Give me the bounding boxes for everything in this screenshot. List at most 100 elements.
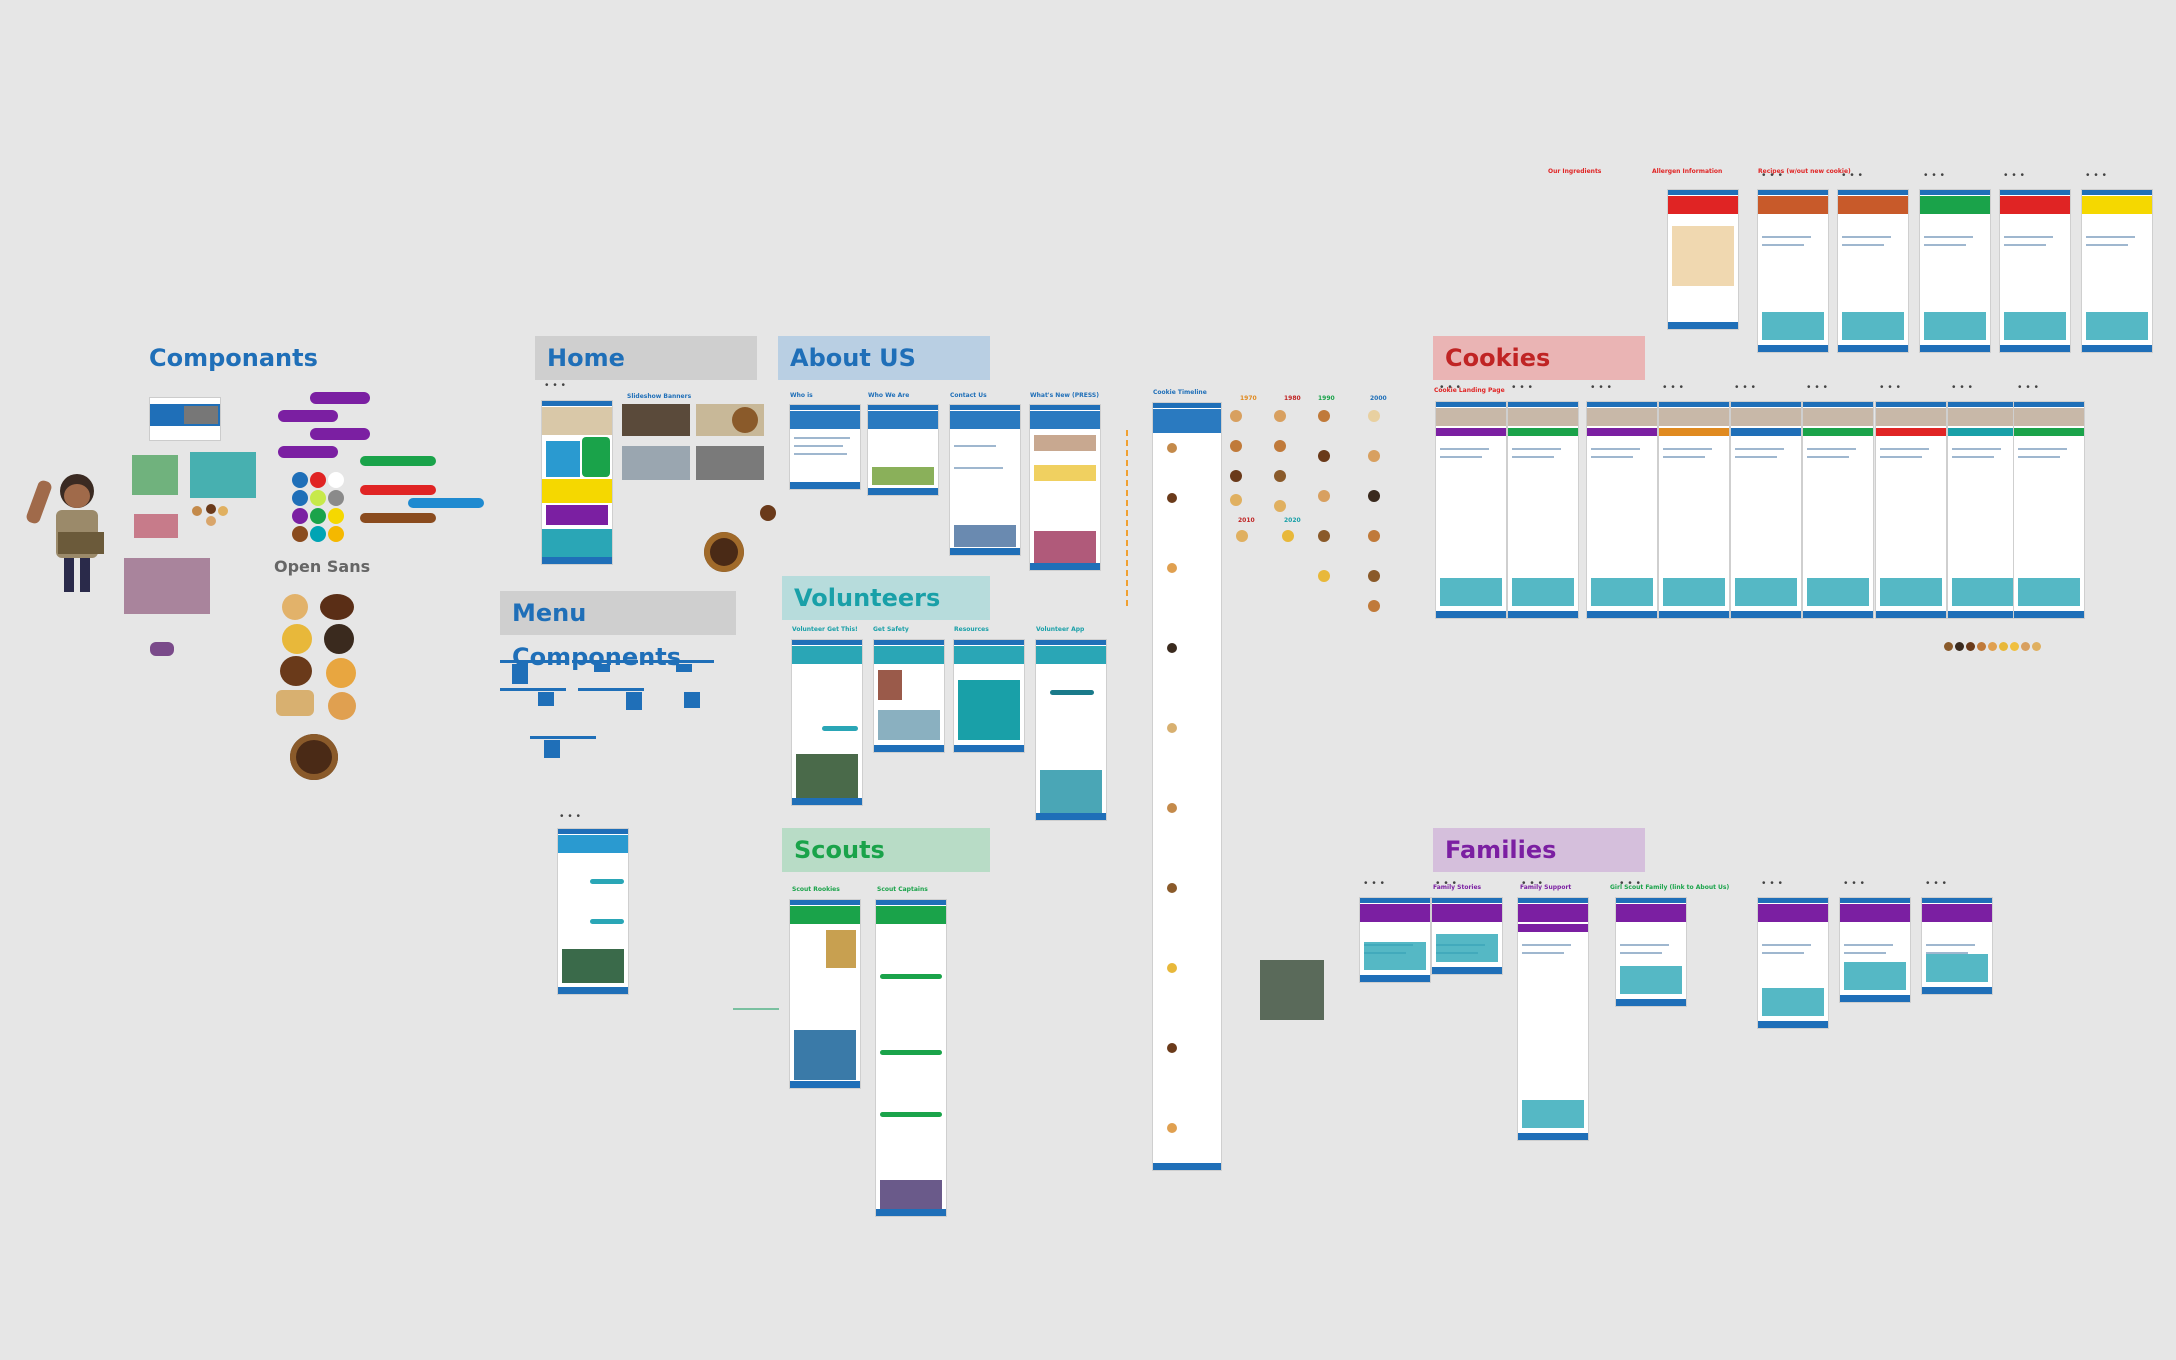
cookie-timeline-frame[interactable]	[1153, 403, 1221, 1170]
frame-menu-dots[interactable]: • • •	[1735, 382, 1757, 393]
timeline-axis	[1126, 430, 1130, 606]
blue-bar	[408, 498, 484, 508]
recipe-frame[interactable]	[1838, 190, 1908, 352]
label-cookie-landing: Cookie Landing Page	[1434, 387, 1505, 394]
cookie-page-frame[interactable]	[1948, 402, 2018, 618]
recipe-frame[interactable]	[1758, 190, 1828, 352]
frame-menu-dots[interactable]: • • •	[1620, 878, 1642, 889]
cookie-samoa-large	[290, 734, 338, 780]
label-family-stories: Family Stories	[1433, 884, 1482, 891]
frame-menu-dots[interactable]: • • •	[1924, 170, 1946, 181]
cookie-page-frame[interactable]	[2014, 402, 2084, 618]
slideshow-banner-3[interactable]	[622, 446, 690, 480]
label-who-is: Who is	[790, 392, 813, 399]
family-page-frame-3[interactable]	[1840, 898, 1910, 1002]
family-gs-frame[interactable]	[1616, 898, 1686, 1006]
frame-menu-dots[interactable]: • • •	[1807, 382, 1829, 393]
photo-scouts-small	[134, 514, 178, 538]
volunteers-get-this-frame[interactable]	[792, 640, 862, 805]
section-title-cookies: Cookies	[1433, 336, 1645, 380]
frame-menu-dots[interactable]: • • •	[1952, 382, 1974, 393]
frame-menu-dots[interactable]: • • •	[1522, 878, 1544, 889]
label-vol-safety: Get Safety	[873, 626, 909, 633]
cookie-trefoil	[282, 594, 308, 620]
about-whats-new-frame[interactable]	[1030, 405, 1100, 570]
cookie-mini-1	[192, 506, 202, 516]
family-photo	[1260, 960, 1324, 1020]
frame-menu-dots[interactable]: • • •	[1436, 878, 1458, 889]
volunteers-app-frame[interactable]	[1036, 640, 1106, 820]
cookie-page-frame[interactable]	[1659, 402, 1729, 618]
slideshow-banner-2[interactable]	[696, 404, 764, 436]
section-title-menu: Menu Components	[500, 591, 736, 671]
frame-menu-dots[interactable]: • • •	[1512, 382, 1534, 393]
section-title-components: Componants	[149, 344, 318, 372]
cookie-samoa	[280, 656, 312, 686]
menu-page-frame[interactable]	[558, 829, 628, 994]
label-scouts-rookies: Scout Rookies	[792, 886, 840, 893]
frame-menu-dots[interactable]: • • •	[1762, 170, 1784, 181]
frame-menu-dots[interactable]: • • •	[1762, 878, 1784, 889]
cookie-page-frame[interactable]	[1508, 402, 1578, 618]
year-2000: 2000	[1370, 395, 1387, 402]
cookie-lemonade	[282, 624, 312, 654]
frame-menu-dots[interactable]: • • •	[545, 380, 567, 391]
label-cookie-timeline: Cookie Timeline	[1153, 389, 1207, 396]
family-page-frame-2[interactable]	[1758, 898, 1828, 1028]
section-title-scouts: Scouts	[782, 828, 990, 872]
family-page-frame[interactable]	[1360, 898, 1430, 982]
frame-menu-dots[interactable]: • • •	[1844, 878, 1866, 889]
frame-menu-dots[interactable]: • • •	[1364, 878, 1386, 889]
frame-menu-dots[interactable]: • • •	[1926, 878, 1948, 889]
photo-scouts-group-1	[132, 455, 178, 495]
year-1990: 1990	[1318, 395, 1335, 402]
allergen-frame[interactable]	[1668, 190, 1738, 329]
component-header-thumb[interactable]	[150, 398, 220, 440]
volunteers-resources-frame[interactable]	[954, 640, 1024, 752]
label-our-ingredients: Our Ingredients	[1548, 168, 1602, 175]
recipe-frame[interactable]	[1920, 190, 1990, 352]
cookie-mini-3	[218, 506, 228, 516]
cookie-toffee-tastic	[328, 692, 356, 720]
family-page-frame-4[interactable]	[1922, 898, 1992, 994]
about-who-is-frame[interactable]	[790, 405, 860, 489]
photo-scouts-group-2	[190, 452, 256, 498]
cookie-page-frame[interactable]	[1436, 402, 1506, 618]
scouts-rookies-frame[interactable]	[790, 900, 860, 1088]
volunteers-safety-frame[interactable]	[874, 640, 944, 752]
cookie-do-si-do	[276, 690, 314, 716]
cookie-page-frame[interactable]	[1803, 402, 1873, 618]
recipe-frame[interactable]	[2000, 190, 2070, 352]
frame-menu-dots[interactable]: • • •	[1880, 382, 1902, 393]
label-vol-resources: Resources	[954, 626, 989, 633]
year-2020: 2020	[1284, 517, 1301, 524]
label-scouts-captains: Scout Captains	[877, 886, 928, 893]
slideshow-banner-4[interactable]	[696, 446, 764, 480]
label-slideshow: Slideshow Banners	[627, 393, 692, 400]
frame-menu-dots[interactable]: • • •	[2018, 382, 2040, 393]
frame-menu-dots[interactable]: • • •	[2004, 170, 2026, 181]
frame-menu-dots[interactable]: • • •	[1440, 382, 1462, 393]
frame-menu-dots[interactable]: • • •	[1842, 170, 1864, 181]
about-who-we-are-frame[interactable]	[868, 405, 938, 495]
section-title-about: About US	[778, 336, 990, 380]
family-stories-frame[interactable]	[1432, 898, 1502, 974]
frame-menu-dots[interactable]: • • •	[2086, 170, 2108, 181]
label-vol-app: Volunteer App	[1036, 626, 1085, 633]
about-contact-frame[interactable]	[950, 405, 1020, 555]
home-page-frame[interactable]	[542, 401, 612, 564]
red-bar	[360, 485, 436, 495]
recipe-frame[interactable]	[2082, 190, 2152, 352]
cookie-page-frame[interactable]	[1587, 402, 1657, 618]
frame-menu-dots-2[interactable]: • • •	[560, 811, 582, 822]
frame-menu-dots[interactable]: • • •	[1663, 382, 1685, 393]
frame-menu-dots[interactable]: • • •	[1591, 382, 1613, 393]
slideshow-banner-1[interactable]	[622, 404, 690, 436]
family-support-frame[interactable]	[1518, 898, 1588, 1140]
year-1980: 1980	[1284, 395, 1301, 402]
scouts-captains-frame[interactable]	[876, 900, 946, 1216]
cookie-page-frame[interactable]	[1876, 402, 1946, 618]
year-1970: 1970	[1240, 395, 1257, 402]
cookie-page-frame[interactable]	[1731, 402, 1801, 618]
cookie-mini-2	[206, 504, 216, 514]
